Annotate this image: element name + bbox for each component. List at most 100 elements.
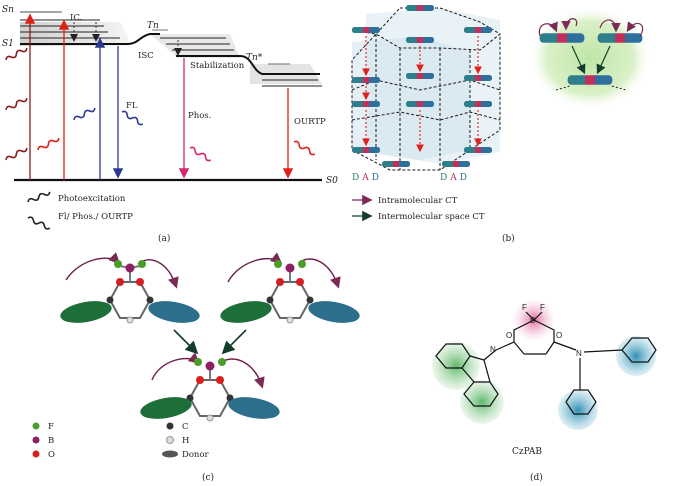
dad-left-d2: D (372, 173, 379, 183)
carbon-legend-label: C (182, 422, 189, 432)
model1-donor-left (60, 301, 112, 323)
dad-rod-7 (464, 75, 492, 81)
boron-legend-icon (32, 436, 40, 444)
panel-a-energy-diagram: Sn S1 Tn Tn* S0 IC. ISC Stabilization FL (2, 5, 338, 244)
model1-fluorine-atom-1 (114, 260, 122, 268)
dad-rod-9 (464, 101, 492, 107)
inset-space-ct-arrow-1 (571, 45, 586, 75)
phos-label: Phos. (188, 111, 211, 121)
s1-label: S1 (2, 39, 14, 49)
fluorine-legend-label: F (48, 422, 54, 432)
ct-arrows (362, 36, 482, 153)
panel-d-label: (d) (530, 472, 543, 483)
model2-boron-atom (285, 263, 295, 273)
dad-rod-5 (352, 77, 380, 83)
dad-rod-13 (382, 161, 410, 167)
phos-photon-wave (188, 145, 213, 163)
photon-wave-2 (4, 95, 29, 113)
tn-label: Tn (147, 21, 159, 31)
model3-arrow-left (151, 352, 201, 381)
oxygen-legend-label: O (48, 450, 55, 460)
inset-intramolecular-arrow-2 (561, 18, 578, 31)
dad-rod-11 (352, 147, 380, 153)
model1-hydrogen-atom (126, 316, 134, 324)
stabilization-curve (176, 55, 320, 75)
ourtp-photon-wave (292, 139, 317, 157)
model3-arrow-right (221, 358, 265, 389)
model2-donor-right (308, 301, 360, 323)
model3-oxygen-atom-1 (196, 376, 204, 384)
hydrogen-legend-icon (166, 436, 174, 444)
model1-donor-right (148, 301, 200, 323)
photon-wave-3 (4, 145, 29, 163)
inset-intramolecular-arrow-3 (599, 19, 621, 33)
model1-oxygen-atom-2 (136, 278, 144, 286)
fluorine-atom-label-2: F (540, 303, 545, 312)
model2-fluorine-atom-1 (274, 260, 282, 268)
model2-carbon-atom-1 (266, 296, 274, 304)
photoexcitation-legend-icon (26, 189, 52, 205)
carbon-legend-icon (166, 422, 174, 430)
dad-rod-3 (406, 37, 434, 43)
molecule-model-1 (60, 252, 200, 324)
emission-legend-label: Fl/ Phos./ OURTP (58, 212, 133, 222)
nitrogen-atom-label-2: N (576, 349, 582, 358)
dad-left-d1: D (352, 173, 359, 183)
molecule-name: CzPAB (512, 447, 542, 457)
model2-hydrogen-atom (286, 316, 294, 324)
boron-atom-label: B (530, 316, 535, 325)
tn-band-shade (150, 34, 240, 58)
isc-curve (127, 33, 160, 45)
model2-ring (268, 281, 312, 319)
nitrogen-atom-label-1: N (490, 345, 496, 354)
molecule-model-2 (220, 252, 360, 324)
model2-oxygen-atom-2 (296, 278, 304, 286)
prism-dashed-edges (351, 7, 501, 171)
oxygen-atom-label-2: O (556, 331, 562, 340)
model2-carbon-atom-2 (306, 296, 314, 304)
model3-fluorine-atom-1 (194, 358, 202, 366)
dad-left-a: A (361, 173, 369, 183)
model3-boron-atom (205, 361, 215, 371)
model3-hydrogen-atom (206, 414, 214, 422)
fl-photon-wave (120, 109, 145, 127)
inset-glow (528, 6, 652, 110)
model3-oxygen-atom-2 (216, 376, 224, 384)
model3-fluorine-atom-2 (218, 358, 226, 366)
czpab-bonds (435, 311, 657, 415)
panel-c-molecule-models: F B O C H Donor (c) (32, 252, 360, 483)
inset-space-ct-arrow-2 (596, 45, 611, 75)
s0-label: S0 (326, 176, 338, 186)
dad-rod-1 (406, 5, 434, 11)
tnstar-label: Tn* (246, 53, 263, 63)
intramolecular-legend-label: Intramolecular CT (378, 196, 458, 206)
inset-intramolecular-arrow-4 (626, 21, 644, 37)
photon-wave-5 (72, 105, 97, 123)
model2-oxygen-atom-1 (276, 278, 284, 286)
model1-ring (108, 281, 152, 319)
fl-label: FL (126, 101, 138, 111)
model3-ring (188, 379, 232, 417)
dad-rod-6 (406, 73, 434, 79)
inset-rod-right (597, 33, 643, 43)
prism-mid-face (352, 36, 470, 160)
inset-rod-left (539, 33, 585, 43)
inset-intramolecular-arrow-1 (538, 21, 558, 37)
dad-rod-12 (464, 147, 492, 153)
photon-wave-4 (36, 135, 61, 153)
model1-oxygen-atom-1 (116, 278, 124, 286)
oxygen-atom-label-1: O (506, 331, 512, 340)
model1-carbon-atom-1 (106, 296, 114, 304)
space-ct-arrow-right (221, 329, 247, 355)
inset-dash-left (555, 85, 571, 91)
panel-d-czpab-structure: F F B O O N N CzPAB (d) (432, 298, 657, 483)
ic-label: IC. (70, 13, 82, 23)
dad-right-a: A (449, 173, 457, 183)
photoexcitation-legend-label: Photoexcitation (58, 194, 126, 204)
hydrogen-legend-label: H (182, 436, 189, 446)
donor-legend-icon (162, 450, 178, 458)
fluorine-legend-icon (32, 422, 40, 430)
